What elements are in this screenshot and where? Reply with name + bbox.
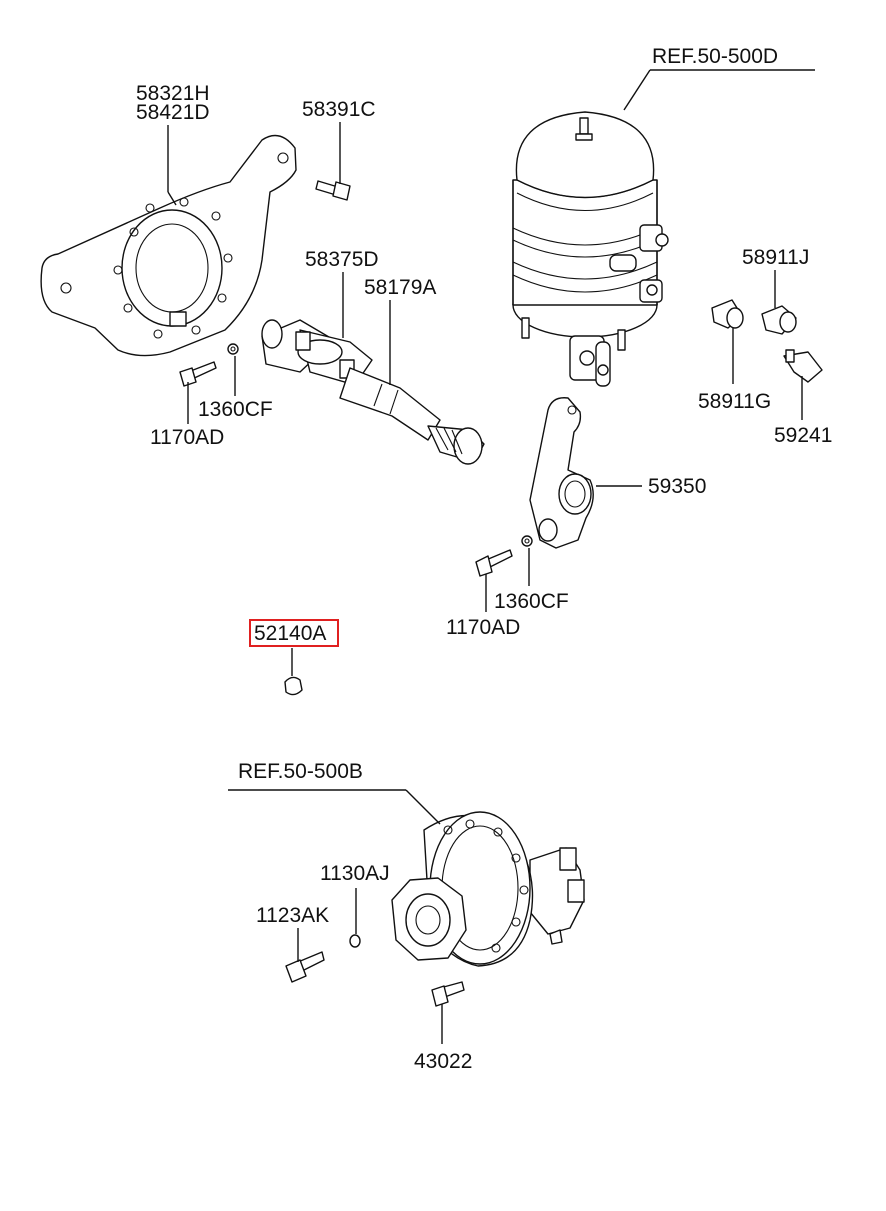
label-58375d[interactable]: 58375D [305,248,379,271]
label-59350[interactable]: 59350 [648,475,706,498]
bolt-washer-upper-drawing [179,343,239,387]
cap-52140A-drawing [284,676,303,696]
slack-adjuster-drawing [529,397,594,549]
label-58179a[interactable]: 58179A [364,276,436,299]
label-58321h[interactable]: 58321H [136,82,210,105]
label-58421d[interactable]: 58421D [136,101,210,124]
label-ref-50-500b[interactable]: REF.50-500B [238,760,363,783]
brake-bracket-drawing [40,134,297,357]
bolt-58391C-drawing [315,180,351,201]
label-59241[interactable]: 59241 [774,424,832,447]
bolt-washer-lower-drawing [475,535,533,577]
camshaft-drawing [261,319,485,465]
label-1360cf-lower[interactable]: 1360CF [494,590,569,613]
label-1130aj[interactable]: 1130AJ [320,862,390,885]
label-52140a[interactable]: 52140A [254,622,326,645]
label-1170ad-upper[interactable]: 1170AD [150,426,224,449]
label-1123ak[interactable]: 1123AK [256,904,329,927]
housing-bolts-drawing [285,934,465,1007]
label-ref-50-500d[interactable]: REF.50-500D [652,45,778,68]
nuts-sensor-drawing [711,299,823,383]
brake-chamber-drawing [512,111,669,387]
differential-drawing [391,811,585,967]
label-1170ad-lower[interactable]: 1170AD [446,616,520,639]
label-58391c[interactable]: 58391C [302,98,376,121]
highlight-box-52140a [249,619,339,647]
label-58911g[interactable]: 58911G [698,390,771,413]
label-43022[interactable]: 43022 [414,1050,472,1073]
label-58911j[interactable]: 58911J [742,246,809,269]
label-1360cf-upper[interactable]: 1360CF [198,398,273,421]
leader-lines [167,69,815,1044]
